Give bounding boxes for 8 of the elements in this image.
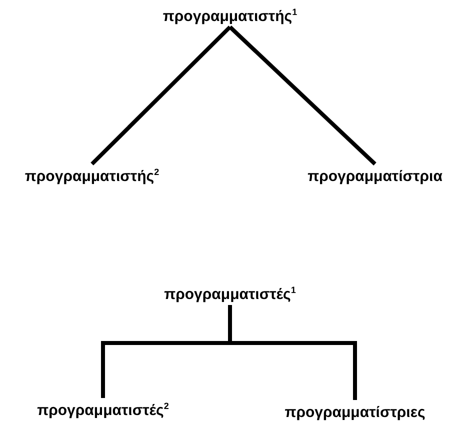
word-label: προγραμματιστές$^{2}$ (37, 402, 169, 419)
word-label: προγραμματιστής$^{2}$ (24, 168, 160, 185)
word-label: προγραμματίστρια (308, 168, 442, 185)
connector-line (228, 26, 376, 166)
word-label: προγραμματίστριες (284, 404, 426, 421)
connector-line (90, 26, 232, 166)
word-label: προγραμματιστές$^{1}$ (164, 286, 296, 303)
word-label: προγραμματιστής$^{1}$ (162, 8, 298, 25)
